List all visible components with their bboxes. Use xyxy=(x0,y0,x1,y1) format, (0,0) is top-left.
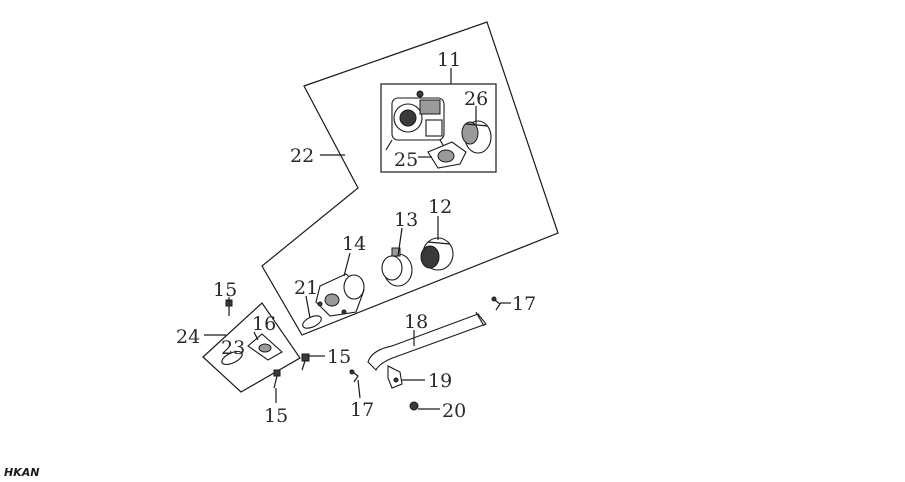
bracket-part-19 xyxy=(387,365,403,389)
callout-19: 19 xyxy=(428,370,452,392)
callout-15-middle: 15 xyxy=(327,346,351,368)
gasket-part-25 xyxy=(427,141,467,169)
assembly-boundary-22 xyxy=(261,21,559,336)
callout-11: 11 xyxy=(437,49,461,71)
callout-20: 20 xyxy=(442,400,466,422)
callout-21: 21 xyxy=(294,277,318,299)
callout-14: 14 xyxy=(342,233,366,255)
callout-24: 24 xyxy=(176,326,200,348)
bolt-part-15-middle xyxy=(301,353,310,371)
leader-lines xyxy=(204,68,511,410)
callout-25: 25 xyxy=(394,149,418,171)
callout-23: 23 xyxy=(221,337,245,359)
clamp-part-13 xyxy=(381,247,413,287)
diagram-code: HKAN xyxy=(4,466,40,479)
callout-22: 22 xyxy=(290,145,314,167)
hose-part-18 xyxy=(367,311,487,371)
subassembly-box-11 xyxy=(380,83,497,173)
sleeve-part-26 xyxy=(461,120,492,154)
clip-part-17-bottom xyxy=(349,369,359,383)
callout-26: 26 xyxy=(464,88,488,110)
subassembly-box-24 xyxy=(202,302,301,393)
callout-18: 18 xyxy=(404,311,428,333)
bolt-part-15-top xyxy=(225,299,233,316)
callout-15-bottom: 15 xyxy=(264,405,288,427)
callout-15-top: 15 xyxy=(213,279,237,301)
plate-part-23 xyxy=(221,350,243,366)
callout-13: 13 xyxy=(394,209,418,231)
nut-part-20 xyxy=(409,401,419,411)
callout-16: 16 xyxy=(252,313,276,335)
callout-12: 12 xyxy=(428,196,452,218)
throttle-body-part xyxy=(385,90,447,151)
callout-17-top: 17 xyxy=(512,293,536,315)
bolt-part-15-bottom xyxy=(273,369,281,389)
clip-part-17-top xyxy=(491,296,501,311)
callout-17-bottom: 17 xyxy=(350,399,374,421)
gasket-part-16 xyxy=(247,333,283,361)
intake-manifold-part-14 xyxy=(315,273,365,317)
hose-joint-part-12 xyxy=(420,237,454,271)
